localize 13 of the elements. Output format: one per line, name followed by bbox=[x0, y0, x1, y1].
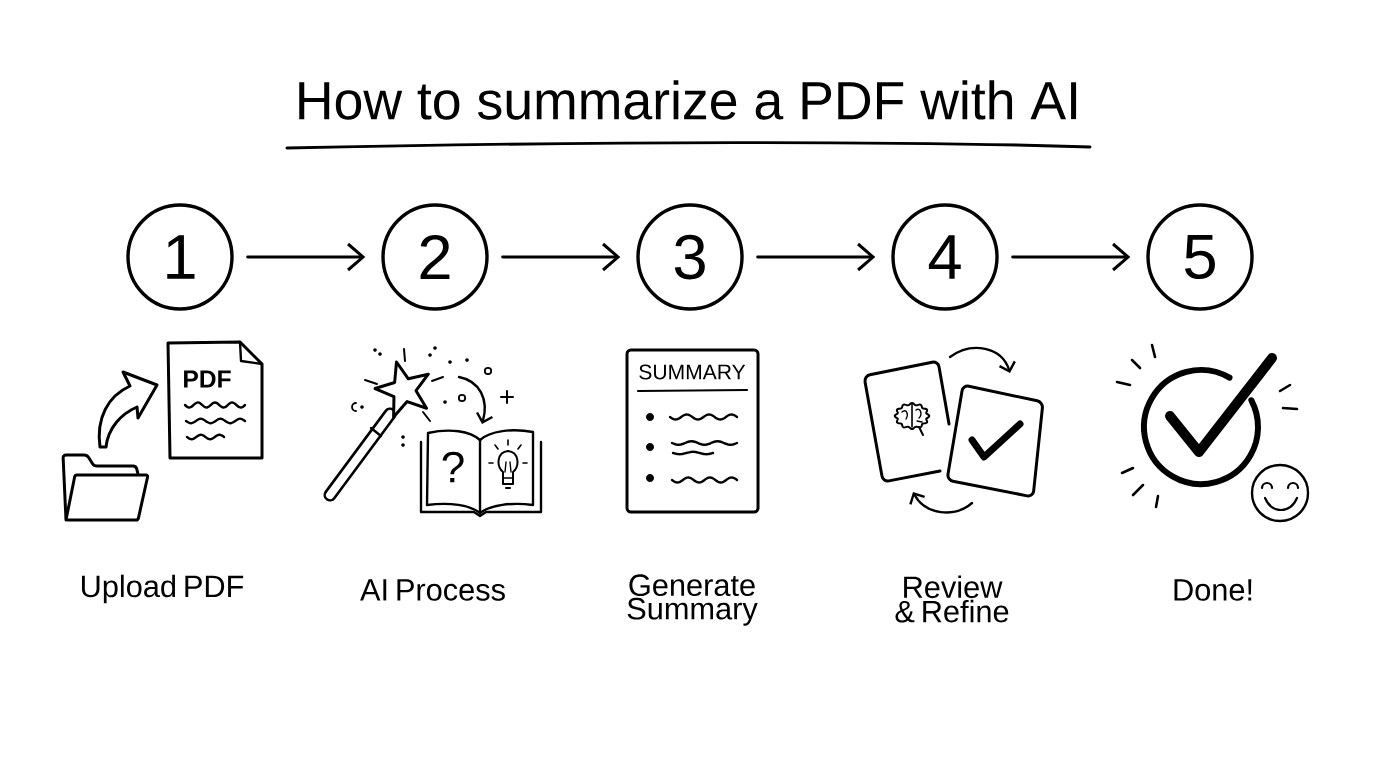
arrow bbox=[756, 242, 876, 272]
step-label: AI Process bbox=[360, 579, 505, 601]
step-label: Generate Summary bbox=[627, 574, 758, 626]
question-mark: ? bbox=[442, 451, 464, 483]
document-title: PDF bbox=[184, 370, 231, 388]
document-title: SUMMARY bbox=[639, 364, 746, 380]
title: How to summarize a PDF with AI bbox=[299, 80, 1077, 120]
arrow bbox=[1011, 242, 1131, 272]
arrow bbox=[501, 242, 621, 272]
step-label: Upload PDF bbox=[81, 574, 244, 604]
step-label: Review & Refine bbox=[895, 575, 1009, 623]
arrow bbox=[246, 242, 366, 272]
step-label: Done! bbox=[1174, 579, 1252, 601]
